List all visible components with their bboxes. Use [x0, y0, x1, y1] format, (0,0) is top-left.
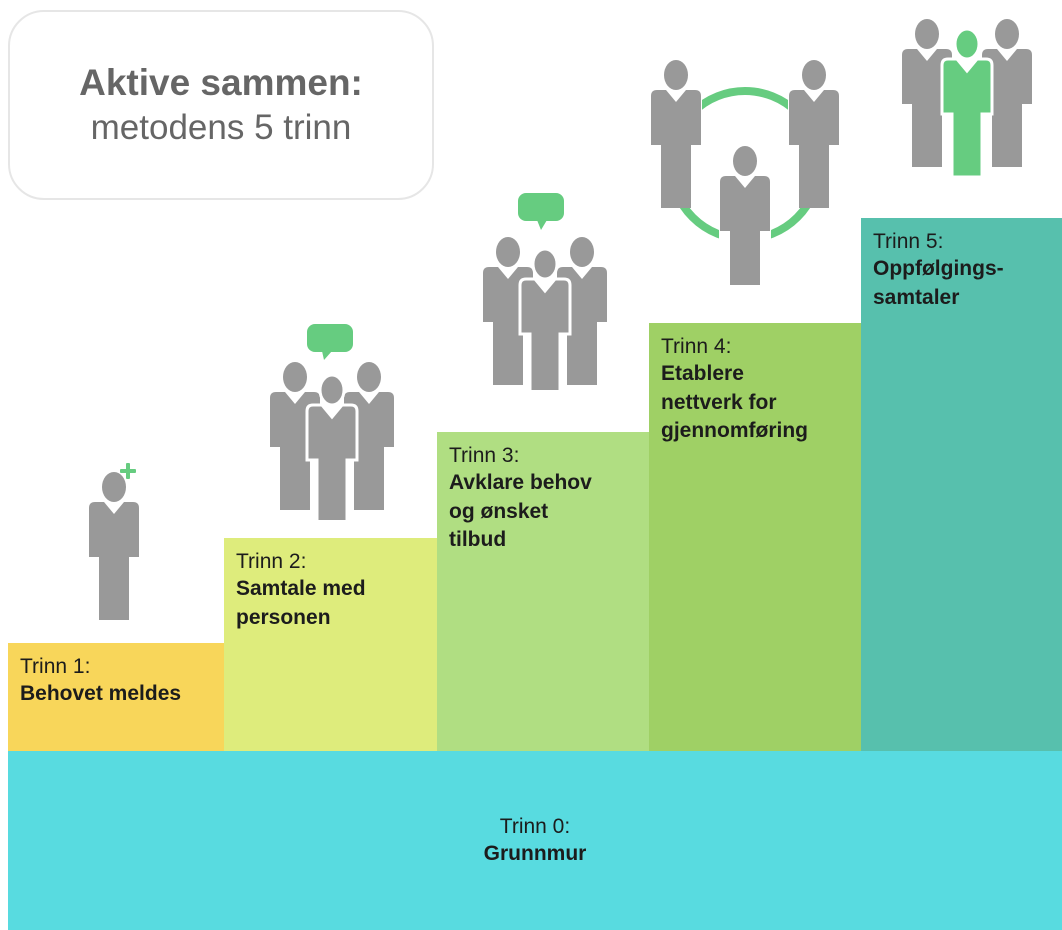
- step-label: Trinn 3:: [449, 444, 520, 467]
- title-main: Aktive sammen:: [79, 62, 363, 103]
- group-highlight-icon: [902, 19, 1032, 179]
- step-5: Trinn 5: Oppfølgings- samtaler: [861, 218, 1062, 751]
- network-circle-icon: [650, 55, 840, 285]
- step-label: Trinn 0:: [499, 814, 571, 838]
- step-label: Trinn 5:: [873, 230, 944, 253]
- step-title: Samtale med personen: [236, 577, 366, 629]
- step-label: Trinn 2:: [236, 550, 307, 573]
- step-3: Trinn 3: Avklare behov og ønsket tilbud: [437, 432, 649, 751]
- title-box: Aktive sammen: metodens 5 trinn: [8, 10, 434, 200]
- step-4: Trinn 4: Etablere nettverk for gjennomfø…: [649, 323, 861, 751]
- step-title: Behovet meldes: [20, 682, 182, 706]
- group-speech-icon: [270, 324, 394, 520]
- step-title: Grunnmur: [483, 841, 587, 865]
- group-speech-icon: [483, 193, 607, 390]
- step-1: Trinn 1: Behovet meldes: [8, 643, 224, 751]
- step-2: Trinn 2: Samtale med personen: [224, 538, 437, 751]
- title-sub: metodens 5 trinn: [90, 108, 352, 148]
- step-title: Etablere nettverk for gjennomføring: [661, 362, 808, 442]
- step-0-base: Trinn 0: Grunnmur: [8, 751, 1062, 930]
- step-label: Trinn 4:: [661, 335, 732, 358]
- step-title: Avklare behov og ønsket tilbud: [449, 471, 592, 551]
- step-label: Trinn 1:: [20, 655, 91, 678]
- step-title: Oppfølgings- samtaler: [873, 257, 1004, 309]
- person-plus-icon: [89, 463, 139, 620]
